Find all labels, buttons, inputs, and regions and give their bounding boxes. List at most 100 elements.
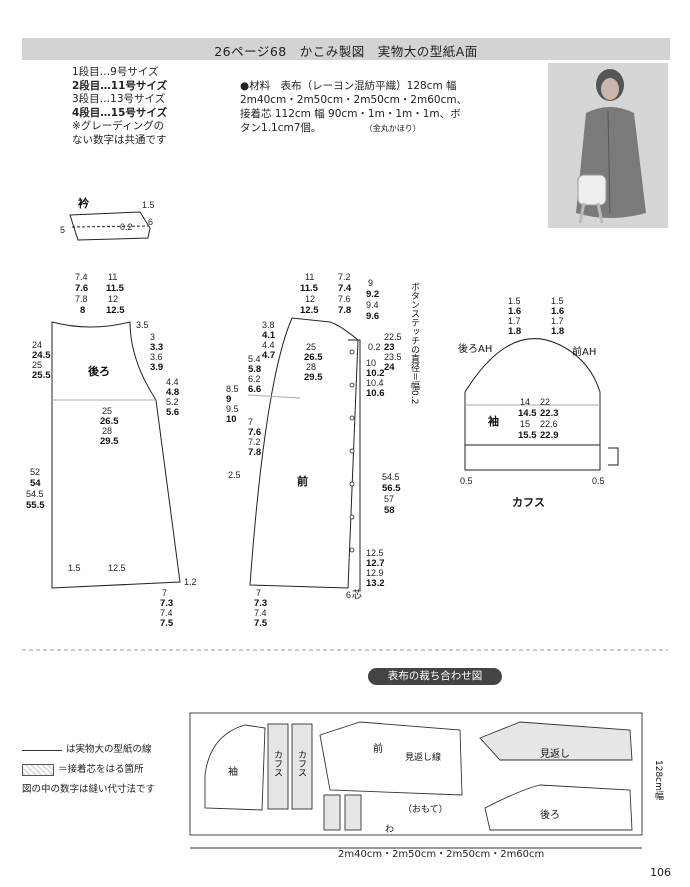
- dim: 22: [540, 397, 550, 407]
- dim: 12: [305, 294, 315, 304]
- dim: 54.5: [26, 489, 44, 499]
- dim: 9.2: [366, 289, 379, 300]
- dim: 7.5: [160, 618, 174, 629]
- dim: 13.2: [366, 578, 385, 589]
- dim: 12.5: [108, 563, 126, 573]
- dim: 7: [162, 588, 167, 598]
- layout-sleeve-label: 袖: [228, 765, 238, 778]
- layout-cuff-2: [291, 723, 313, 810]
- materials-text: ●材料 表布（レーヨン混紡平織）128cm 幅 2m40cm・2m50cm・2m…: [240, 79, 540, 136]
- back-dims: 7.4 7.6 7.8 8 11 11.5 12 12.5 24 24.5 25…: [26, 272, 197, 629]
- dim: 7.6: [75, 283, 88, 294]
- dim: 1.2: [184, 577, 197, 587]
- legend-seam-text: 図の中の数字は縫い代寸法です: [22, 784, 156, 795]
- dim: 22.3: [540, 408, 559, 419]
- dim: 22.6: [540, 419, 558, 429]
- dim: 0.2: [120, 222, 133, 232]
- dim: 12.5: [106, 305, 125, 316]
- dim: 54: [30, 478, 41, 489]
- dim: 28: [306, 362, 316, 372]
- button-note: ボタンステッチの直径＝幅0.2: [409, 282, 420, 404]
- dim: 5.6: [166, 407, 179, 418]
- dim: 3: [150, 332, 155, 342]
- dim: 7.8: [75, 294, 88, 304]
- dim: 24.5: [32, 350, 51, 361]
- dim: 7: [248, 417, 253, 427]
- dim: 0.2: [368, 342, 381, 352]
- dim: 4.4: [262, 340, 275, 350]
- page-number: 106: [650, 866, 671, 879]
- dim: 12.5: [300, 305, 319, 316]
- layout-cuff-label: カフス: [272, 750, 282, 777]
- dim: 25: [32, 360, 42, 370]
- dim: 11.5: [106, 283, 125, 294]
- dim: 1.5: [142, 200, 155, 210]
- materials-line: タン1.1cm7個。 （金丸かほり）: [240, 122, 421, 134]
- legend-fusible-text: ＝接着芯をはる箇所: [58, 764, 144, 775]
- legend: は実物大の型紙の線 ＝接着芯をはる箇所 図の中の数字は縫い代寸法です: [22, 740, 155, 800]
- size-line: 4段目…15号サイズ: [72, 106, 168, 119]
- dim: 11: [305, 272, 314, 282]
- dim: 0.5: [592, 476, 605, 486]
- layout-sleeve: [204, 724, 266, 811]
- layout-facing-line-label: 見返し線: [405, 751, 441, 763]
- layout-facing-label: 見返し: [540, 748, 570, 760]
- layout-pieces: [204, 721, 633, 831]
- dim: 2.5: [228, 470, 241, 480]
- sleeve-dims: 1.5 1.6 1.7 1.8 1.5 1.6 1.7 1.8 14 14.5 …: [508, 296, 564, 441]
- front-label: 前: [297, 474, 308, 488]
- dim: 3.6: [150, 352, 163, 362]
- dim: 7.4: [338, 283, 352, 294]
- dim: 4.1: [262, 330, 276, 341]
- dim: 9.6: [366, 311, 379, 322]
- dim: 3.5: [136, 320, 149, 330]
- dim: 7.4: [160, 608, 173, 618]
- dim: 23: [384, 342, 395, 353]
- author-note: （金丸かほり）: [364, 124, 421, 133]
- dim: 0.5: [460, 476, 473, 486]
- size-line: ※グレーディングの: [72, 120, 165, 132]
- dim: 5.2: [166, 397, 179, 407]
- dim: 7.6: [248, 427, 261, 438]
- dim: 7: [256, 588, 261, 598]
- size-legend: 1段目…9号サイズ 2段目…11号サイズ 3段目…13号サイズ 4段目…15号サ…: [72, 66, 167, 147]
- dim: 1.8: [551, 326, 564, 337]
- dim: 24: [32, 340, 42, 350]
- dim: 3.9: [150, 362, 163, 373]
- dim: 26.5: [100, 416, 119, 427]
- dim: 52: [30, 467, 40, 477]
- dim: 15: [520, 419, 530, 429]
- dim: 10.2: [366, 368, 385, 379]
- layout-wa-label: わ: [385, 824, 394, 835]
- front-bodice: [249, 317, 359, 589]
- back-bodice: [51, 321, 181, 589]
- cuff: [464, 445, 601, 471]
- materials-line: 2m40cm・2m50cm・2m50cm・2m60cm、: [240, 94, 468, 106]
- dim: 22.9: [540, 430, 559, 441]
- dim: 12.5: [366, 548, 384, 558]
- cuffs-label: カフス: [512, 496, 545, 509]
- dim: 29.5: [304, 372, 323, 383]
- legend-fusible-row: ＝接着芯をはる箇所: [22, 760, 155, 780]
- size-line: 2段目…11号サイズ: [72, 79, 168, 92]
- sleeve: [464, 338, 601, 446]
- layout-facing: [479, 721, 633, 761]
- dim: 25: [306, 342, 316, 352]
- dim: 10: [226, 414, 237, 425]
- dim: 1.6: [508, 306, 521, 317]
- collar-piece: [69, 211, 151, 241]
- materials-line: 接着芯 112cm 幅 90cm・1m・1m・1m、ボ: [240, 108, 461, 120]
- dim: 22.5: [384, 332, 402, 342]
- dim: 7.2: [248, 437, 261, 447]
- dim: 23.5: [384, 352, 402, 362]
- back-label: 後ろ: [88, 364, 110, 378]
- collar-label: 衿: [78, 196, 89, 210]
- dim: 10: [366, 358, 376, 368]
- size-line: ない数字は共通です: [72, 133, 167, 146]
- dim: 25.5: [32, 370, 51, 381]
- dim: 7.2: [338, 272, 351, 282]
- dim: 5.4: [248, 354, 261, 364]
- dim: 10.4: [366, 378, 384, 388]
- dim: 4.4: [166, 377, 179, 387]
- dim: 12: [108, 294, 118, 304]
